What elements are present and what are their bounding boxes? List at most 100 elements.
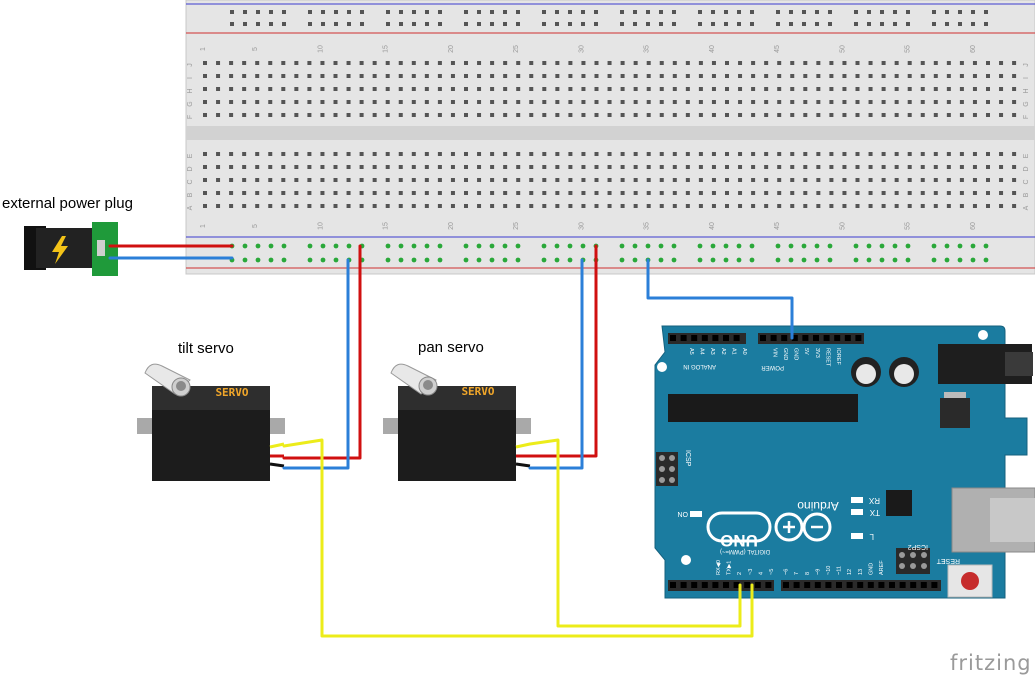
breadboard-column-number: 35 [644, 45, 651, 53]
digital-pin-label: 8 [805, 572, 811, 575]
breadboard-row-letter: J [1023, 63, 1030, 67]
digital-pin-label: ~6 [784, 569, 790, 575]
breadboard-row-letter: J [187, 63, 194, 67]
breadboard-row-letter: E [1023, 153, 1030, 158]
breadboard-row-letter: C [187, 179, 194, 184]
atmega-chip [668, 394, 858, 422]
power-pin-label: 5V [803, 348, 809, 355]
digital-pin-label: ~3 [748, 569, 754, 575]
breadboard-column-number: 25 [513, 45, 520, 53]
power-pin-label: RESET [824, 348, 830, 367]
breadboard-row-letter: H [1023, 88, 1030, 93]
breadboard-column-number: 30 [578, 222, 585, 230]
digital-pin-label: ~10 [826, 566, 832, 575]
pan-servo: SERVO [383, 363, 531, 481]
digital-pin-label: 12 [847, 569, 853, 575]
servo-brand-text: SERVO [215, 386, 248, 399]
breadboard-column-number: 55 [905, 45, 912, 53]
breadboard-row-letter: B [1023, 192, 1030, 197]
power-pin-label: VIN [771, 348, 777, 357]
breadboard-row-letter: G [1023, 101, 1030, 106]
breadboard-row-letter: A [1023, 205, 1030, 210]
analog-pin-label: A2 [720, 348, 726, 355]
digital-pin-label: ~11 [837, 566, 843, 575]
external-power-plug [24, 222, 118, 276]
breadboard-column-number: 45 [774, 222, 781, 230]
tilt-servo-label: tilt servo [178, 340, 234, 357]
breadboard-row-letter: E [187, 153, 194, 158]
rx-led-label: RX [868, 496, 880, 505]
pan-servo-label: pan servo [418, 339, 484, 356]
analog-pin-label: A3 [709, 348, 715, 355]
breadboard-column-number: 60 [970, 222, 977, 230]
digital-pin-label: 13 [858, 569, 864, 575]
wires [108, 244, 794, 638]
digital-pin-label: GND [868, 563, 874, 575]
fritzing-watermark: fritzing [950, 651, 1032, 675]
breadboard-row-letter: I [187, 77, 194, 79]
breadboard-column-number: 20 [448, 222, 455, 230]
analog-pin-label: A0 [741, 348, 747, 355]
power-pin-label: GND [793, 348, 799, 360]
power-header-label: POWER [761, 364, 784, 370]
breadboard-column-number: 1 [200, 224, 207, 228]
breadboard-row-letter: G [187, 101, 194, 106]
l-led-label: L [869, 532, 874, 541]
digital-pin-label: ~9 [815, 569, 821, 575]
breadboard-column-number: 40 [709, 45, 716, 53]
external-power-plug-label: external power plug [2, 195, 133, 212]
breadboard-column-number: 35 [644, 222, 651, 230]
breadboard-row-letter: H [187, 88, 194, 93]
analog-pin-label: A4 [699, 348, 705, 355]
breadboard-column-number: 50 [839, 45, 846, 53]
breadboard-column-number: 45 [774, 45, 781, 53]
analog-pin-label: A1 [730, 348, 736, 355]
icsp-label: ICSP [684, 450, 691, 467]
digital-header-label: DIGITAL (PWM=~) [720, 548, 770, 554]
breadboard-column-number: 10 [317, 222, 324, 230]
digital-pin-label: RX◀0 [716, 560, 722, 575]
uno-logo-text: UNO [720, 531, 758, 550]
breadboard-column-number: 50 [839, 222, 846, 230]
breadboard-row-letter: D [187, 166, 194, 171]
breadboard-column-number: 20 [448, 45, 455, 53]
breadboard-column-number: 40 [709, 222, 716, 230]
breadboard-row-letter: D [1023, 166, 1030, 171]
infinity-logo [774, 512, 832, 542]
breadboard-column-number: 15 [383, 222, 390, 230]
power-pin-label: 3V3 [814, 348, 820, 358]
digital-pin-label: AREF [879, 560, 885, 575]
breadboard-column-number: 10 [317, 45, 324, 53]
breadboard-column-number: 5 [252, 224, 259, 228]
voltage-regulator [940, 398, 970, 428]
on-led-label: ON [678, 510, 689, 517]
breadboard-row-letter: A [187, 205, 194, 210]
breadboard-row-letter: I [1023, 77, 1030, 79]
digital-pin-label: ~5 [769, 569, 775, 575]
tilt-servo: SERVO [137, 363, 285, 481]
lightning-bolt-icon [52, 236, 68, 264]
breadboard-row-letter: B [187, 192, 194, 197]
tx-led-label: TX [869, 508, 880, 517]
reset-label: RESET [936, 557, 960, 564]
servo-leads [269, 442, 531, 468]
icsp2-label: ICSP2 [908, 543, 928, 550]
servo-brand-text: SERVO [461, 385, 494, 398]
analog-header-label: ANALOG IN [683, 363, 716, 369]
breadboard-row-letter: F [1023, 115, 1030, 119]
digital-pin-label: TX▶1 [727, 561, 733, 575]
breadboard-column-number: 25 [513, 222, 520, 230]
power-pin-label: IOREF [835, 348, 841, 365]
breadboard-column-number: 30 [578, 45, 585, 53]
power-pin-label: GND [782, 348, 788, 360]
digital-pin-label: 2 [737, 572, 743, 575]
breadboard-column-number: 55 [905, 222, 912, 230]
arduino-brand-text: Arduino [797, 499, 839, 513]
digital-pin-label: 7 [794, 572, 800, 575]
breadboard-row-letter: F [187, 115, 194, 119]
breadboard-column-number: 5 [252, 47, 259, 51]
analog-pin-label: A5 [688, 348, 694, 355]
